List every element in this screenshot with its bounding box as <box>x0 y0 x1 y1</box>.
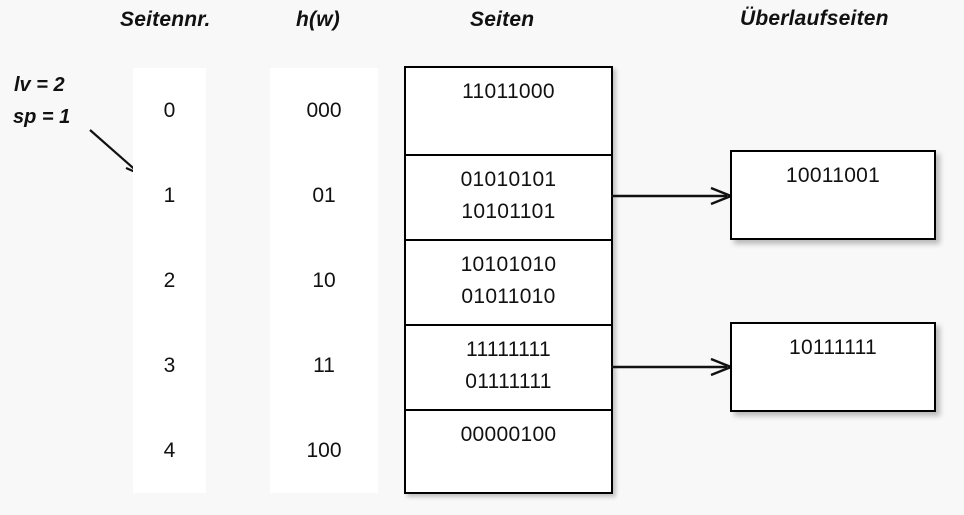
annotation-lv: lv = 2 <box>14 74 65 96</box>
page-row: 01010101 10101101 <box>406 154 611 239</box>
annotation-sp: sp = 1 <box>13 106 71 128</box>
index-cell-page-no: 1 <box>163 183 176 207</box>
page-entry: 01111111 <box>465 370 552 393</box>
index-cell-page-no: 4 <box>163 438 176 462</box>
column-header-hw: h(w) <box>296 8 340 31</box>
column-header-seitennr: Seitennr. <box>120 8 211 31</box>
overflow-entry: 10011001 <box>785 164 881 187</box>
overflow-page-box: 10011001 <box>730 150 936 240</box>
arrow-right-icon <box>611 186 735 206</box>
page-row: 00000100 <box>406 409 611 492</box>
arrow-right-icon <box>611 357 735 377</box>
column-header-seiten: Seiten <box>470 8 535 31</box>
page-entry: 10101010 <box>460 253 557 276</box>
overflow-entry: 10111111 <box>788 336 878 359</box>
overflow-page-box: 10111111 <box>730 322 936 412</box>
column-header-ueberlaufseiten: Überlaufseiten <box>740 7 889 30</box>
page-entry: 10101101 <box>461 200 556 223</box>
index-cell-page-no: 0 <box>163 98 176 122</box>
index-cell-hash: 10 <box>312 268 336 292</box>
index-cell-hash: 11 <box>313 353 335 377</box>
page-entry: 11011000 <box>462 80 555 103</box>
page-row: 11111111 01111111 <box>406 324 611 409</box>
page-row: 11011000 <box>406 68 611 154</box>
page-row: 10101010 01011010 <box>406 239 611 324</box>
page-entry: 00000100 <box>460 423 557 446</box>
index-cell-hash: 01 <box>312 183 336 207</box>
index-panel-hw: 000 01 10 11 100 <box>270 68 378 493</box>
index-panel-seitennr: 0 1 2 3 4 <box>133 68 206 493</box>
index-cell-hash: 000 <box>306 98 342 122</box>
index-cell-hash: 100 <box>306 438 342 462</box>
index-cell-page-no: 2 <box>163 268 176 292</box>
page-entry: 01010101 <box>460 168 557 191</box>
page-entry: 01011010 <box>461 285 556 308</box>
index-cell-page-no: 3 <box>163 353 176 377</box>
page-entry: 11111111 <box>466 338 551 361</box>
page-stack: 11011000 01010101 10101101 10101010 0101… <box>404 66 613 494</box>
